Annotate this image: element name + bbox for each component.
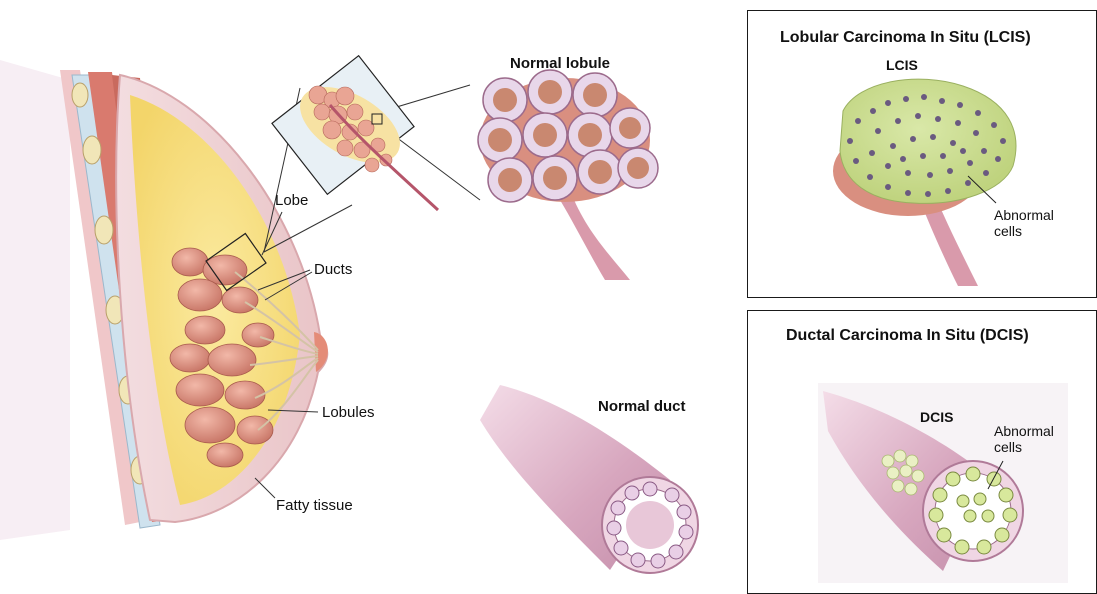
normal-lobule-label: Normal lobule: [510, 55, 610, 72]
lobe-zoom: [272, 56, 438, 210]
lcis-callout: Abnormal cells: [994, 207, 1054, 239]
dcis-tag: DCIS: [920, 409, 953, 425]
lcis-panel: Lobular Carcinoma In Situ (LCIS) LCIS Ab…: [747, 10, 1097, 298]
dcis-panel: Ductal Carcinoma In Situ (DCIS) DCIS Abn…: [747, 310, 1097, 594]
lcis-illustration: [748, 11, 1096, 297]
lobe-label: Lobe: [275, 192, 308, 209]
fatty-tissue-label: Fatty tissue: [276, 497, 353, 514]
dcis-callout: Abnormal cells: [994, 423, 1054, 455]
lcis-tag: LCIS: [886, 57, 918, 73]
normal-lobule-illustration: [478, 70, 658, 280]
lobules-label: Lobules: [322, 404, 375, 421]
ducts-label: Ducts: [314, 261, 352, 278]
nipple: [314, 332, 328, 372]
normal-duct-label: Normal duct: [598, 398, 686, 415]
